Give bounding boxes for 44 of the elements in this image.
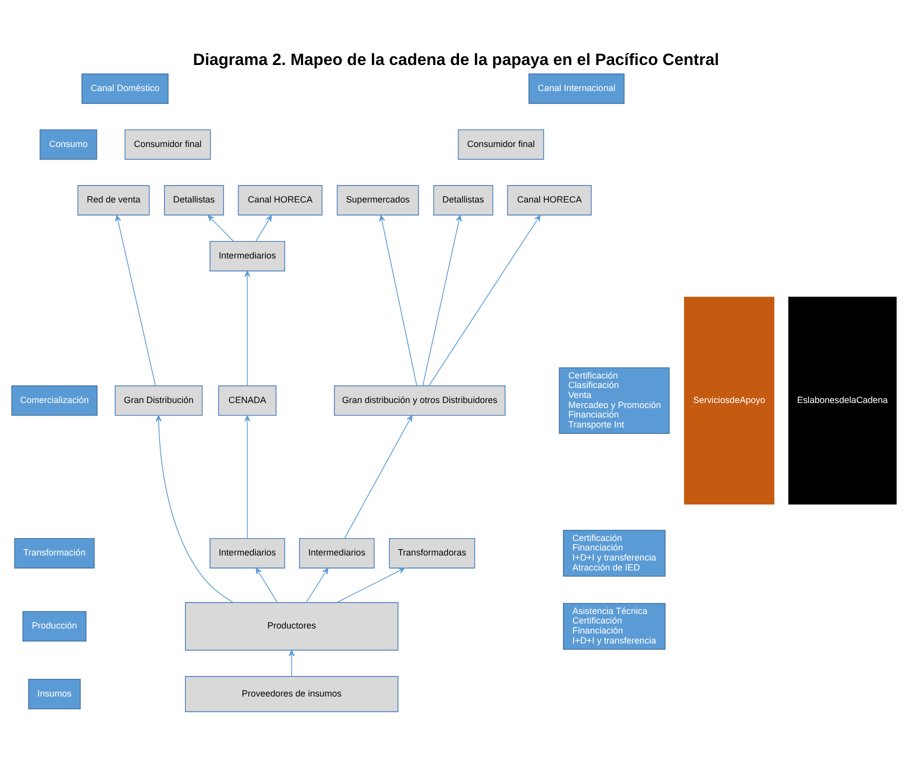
node-box: Canal Internacional (528, 74, 625, 104)
arrow (244, 270, 250, 386)
arrow (208, 215, 234, 242)
diagram-title: Diagrama 2. Mapeo de la cadena de la papaya en el Pacífico Central (192, 50, 720, 69)
arrow (244, 415, 250, 539)
node-box: Consumidor final (458, 129, 544, 160)
node-box: Intermediarios (299, 538, 375, 568)
node-box: Red de venta (77, 185, 150, 216)
node-box: EslabonesdelaCadena (788, 296, 897, 504)
arrow (344, 415, 412, 539)
node-box: Detallistas (164, 185, 224, 216)
node-box: Certificación Financiación I+D+I y transferencia Atracción de IED (562, 530, 666, 577)
arrow (115, 214, 156, 386)
arrow (422, 214, 462, 386)
node-box: CENADA (218, 385, 276, 416)
node-box: Transformadoras (388, 538, 476, 568)
node-box: Comercialización (11, 385, 98, 416)
node-box: Asistencia Técnica Certificación Financiación I+D+I y transferencia (562, 602, 666, 650)
node-box: Consumidor final (124, 129, 211, 160)
arrow (256, 215, 272, 242)
node-box: Canal Doméstico (82, 74, 169, 104)
node-box: Producción (22, 611, 86, 642)
node-box: Consumo (40, 129, 98, 160)
arrow (256, 568, 278, 603)
node-box: Proveedores de insumos (184, 676, 398, 712)
arrow (288, 650, 295, 677)
arrow (379, 214, 418, 386)
node-box: Gran distribución y otros Distribuidores (334, 385, 506, 416)
node-box: Supermercados (336, 185, 419, 216)
node-box: Canal HORECA (238, 185, 322, 216)
node-box: Intermediarios (210, 538, 286, 568)
node-box: Gran Distribución (114, 385, 203, 416)
arrow (336, 568, 405, 603)
arrow (156, 415, 234, 603)
node-box: Insumos (28, 678, 81, 710)
node-box: Certificación Clasificación Venta Mercadeo y Promoción Financiación Transporte Int (558, 367, 670, 434)
arrow (306, 568, 328, 603)
node-box: Transformación (14, 538, 95, 568)
node-box: Intermediarios (210, 240, 286, 272)
node-box: Detallistas (433, 185, 494, 216)
node-box: Canal HORECA (507, 185, 592, 216)
arrow (428, 214, 541, 386)
node-box: ServiciosdeApoyo (684, 296, 774, 504)
node-box: Productores (184, 602, 398, 651)
